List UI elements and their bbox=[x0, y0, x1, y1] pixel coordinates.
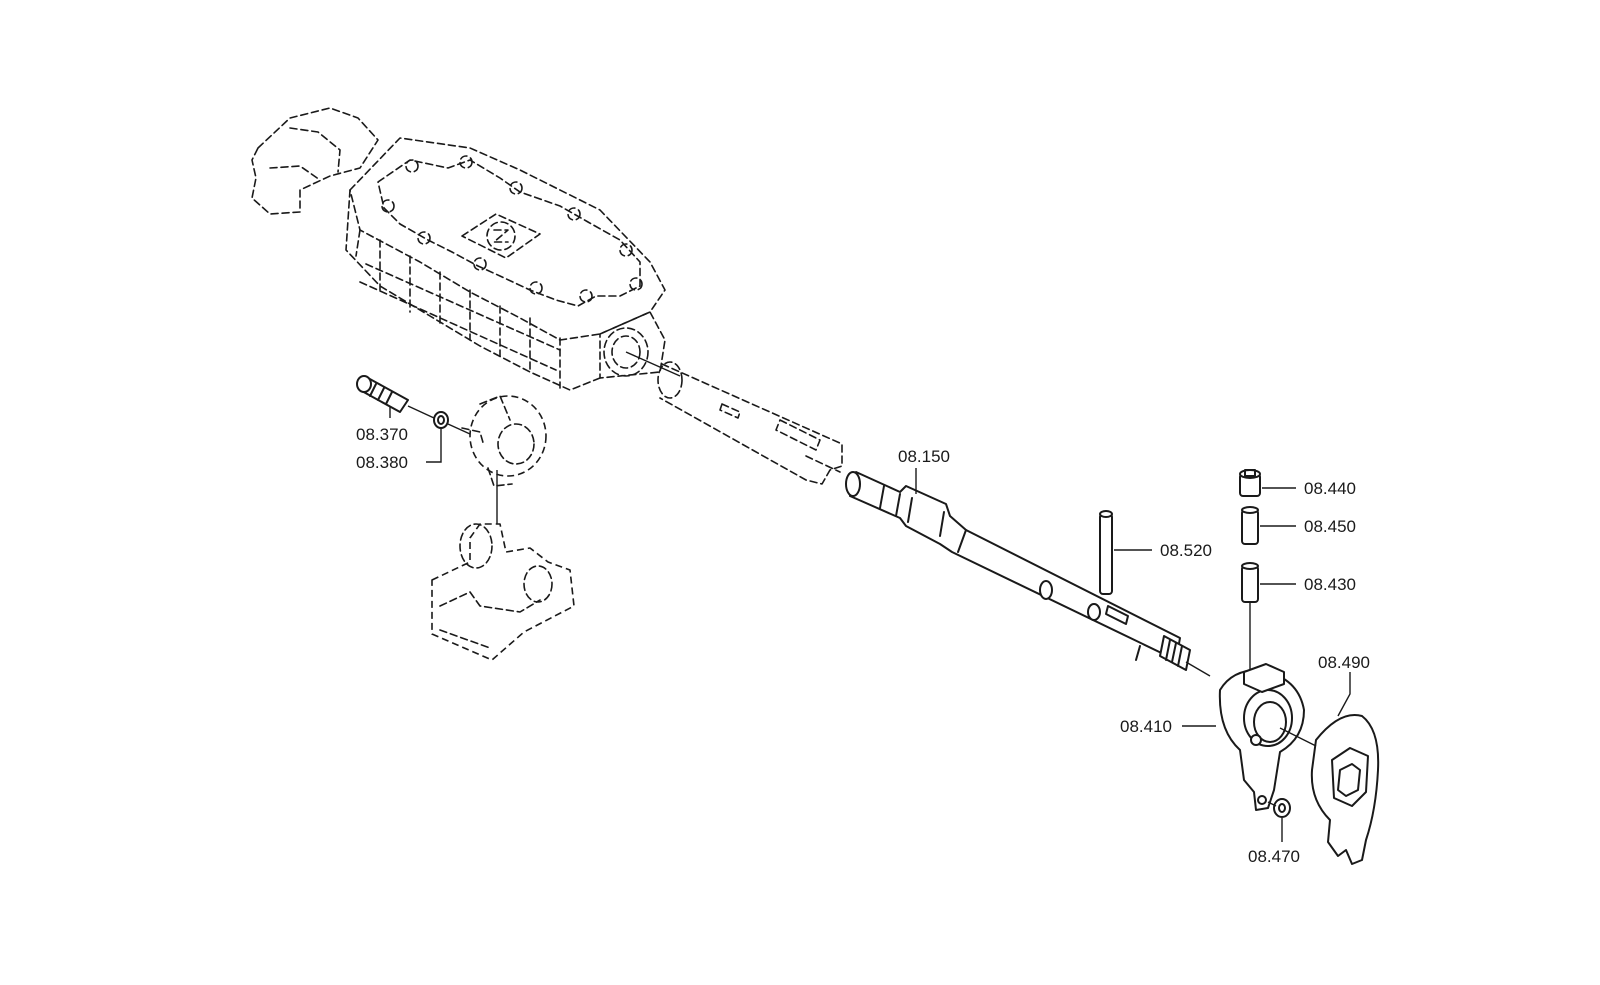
label-08-430: 08.430 bbox=[1304, 575, 1356, 594]
leader-lines bbox=[389, 406, 1351, 842]
label-08-470: 08.470 bbox=[1248, 847, 1300, 866]
screw-08-440 bbox=[1239, 469, 1261, 497]
mounting-bracket bbox=[431, 523, 575, 661]
label-08-450: 08.450 bbox=[1304, 517, 1356, 536]
pin-08-520 bbox=[1099, 510, 1113, 595]
shift-tube bbox=[657, 361, 843, 485]
bearing-ring-bracket bbox=[461, 395, 547, 487]
label-08-410: 08.410 bbox=[1120, 717, 1172, 736]
pin-08-430 bbox=[1241, 562, 1259, 603]
part-labels: 08.370 08.380 08.150 08.440 08.450 08.52… bbox=[356, 425, 1370, 866]
shift-lever-08-410 bbox=[1218, 663, 1305, 811]
bolt-08-370 bbox=[356, 375, 409, 413]
zf-logo-icon bbox=[461, 213, 541, 259]
nut-08-470 bbox=[1273, 798, 1291, 818]
pin-08-450 bbox=[1241, 506, 1259, 545]
label-08-380: 08.380 bbox=[356, 453, 408, 472]
washer-08-380 bbox=[433, 411, 449, 429]
gearbox-housing bbox=[251, 107, 681, 391]
label-08-490: 08.490 bbox=[1318, 653, 1370, 672]
label-08-150: 08.150 bbox=[898, 447, 950, 466]
label-08-440: 08.440 bbox=[1304, 479, 1356, 498]
interlock-plate-08-490 bbox=[1310, 714, 1380, 865]
selector-shaft bbox=[845, 471, 1211, 677]
label-08-370: 08.370 bbox=[356, 425, 408, 444]
label-08-520: 08.520 bbox=[1160, 541, 1212, 560]
